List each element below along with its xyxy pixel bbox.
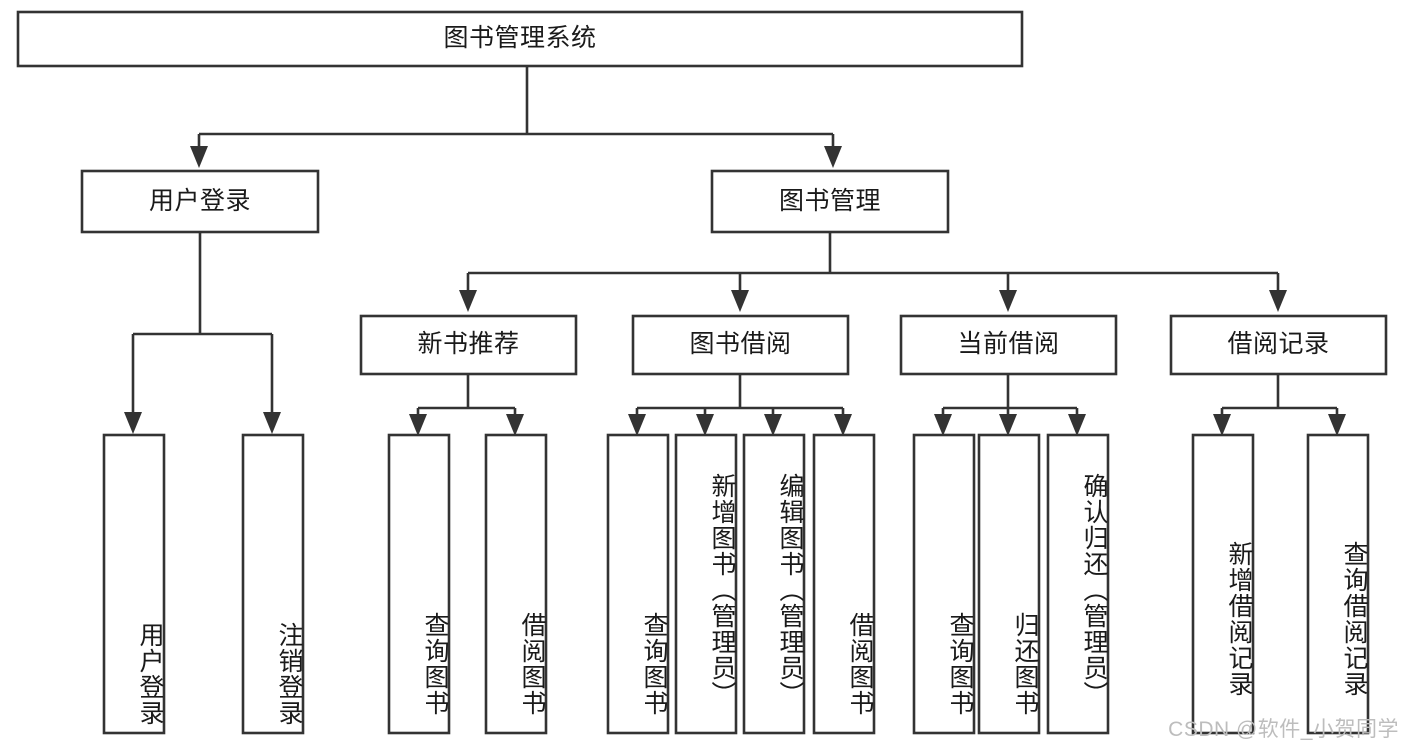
node-leaf-confirm-return-box[interactable] (1046, 433, 1110, 735)
connector-root-to-bus (197, 66, 835, 149)
arrowhead-leaf-confirm-return (1068, 414, 1086, 436)
node-borrow-record-box[interactable] (1169, 314, 1388, 376)
connector-borrow-record-to-leaves (1220, 374, 1339, 417)
node-leaf-edit-book-box[interactable] (742, 433, 806, 735)
node-leaf-query-book-3-box[interactable] (912, 433, 976, 735)
arrowhead-leaf-borrow-book-1 (506, 414, 524, 436)
arrowhead-leaf-edit-book (764, 414, 782, 436)
connector-current-borrow-to-leaves (941, 374, 1079, 417)
node-leaf-query-book-1-box[interactable] (387, 433, 451, 735)
node-leaf-user-login-box[interactable] (102, 433, 166, 735)
arrowhead-book-borrow (731, 290, 749, 312)
arrowhead-leaf-logout-login (263, 412, 281, 434)
node-leaf-logout-login-box[interactable] (241, 433, 305, 735)
arrowhead-leaf-add-book (696, 414, 714, 436)
arrowhead-leaf-borrow-book-2 (834, 414, 852, 436)
connector-book-manage-to-bus (466, 232, 1280, 293)
arrowhead-new-book-recommend (459, 290, 477, 312)
node-leaf-return-book-box[interactable] (977, 433, 1041, 735)
arrowhead-leaf-query-record (1328, 414, 1346, 436)
node-leaf-query-record-box[interactable] (1306, 433, 1370, 735)
arrowhead-leaf-user-login (124, 412, 142, 434)
arrowhead-leaf-add-record (1213, 414, 1231, 436)
arrowhead-borrow-record (1269, 290, 1287, 312)
node-current-borrow-box[interactable] (899, 314, 1118, 376)
arrowhead-user-login (190, 146, 208, 168)
node-root-box[interactable] (16, 10, 1024, 68)
node-leaf-query-book-2-box[interactable] (606, 433, 670, 735)
arrowhead-current-borrow (999, 290, 1017, 312)
connector-user-login-to-leaves (131, 232, 274, 415)
arrowhead-leaf-return-book (999, 414, 1017, 436)
node-book-borrow-box[interactable] (631, 314, 850, 376)
arrowhead-leaf-query-book-2 (628, 414, 646, 436)
node-user-login-box[interactable] (80, 169, 320, 234)
connector-book-borrow-to-leaves (635, 374, 845, 417)
node-leaf-add-record-box[interactable] (1191, 433, 1255, 735)
node-leaf-add-book-box[interactable] (674, 433, 738, 735)
arrowhead-leaf-query-book-3 (934, 414, 952, 436)
node-leaf-borrow-book-1-box[interactable] (484, 433, 548, 735)
arrowhead-leaf-query-book-1 (409, 414, 427, 436)
node-leaf-borrow-book-2-box[interactable] (812, 433, 876, 735)
node-new-book-recommend-box[interactable] (359, 314, 578, 376)
arrowhead-book-manage (824, 146, 842, 168)
node-book-manage-box[interactable] (710, 169, 950, 234)
connector-new-book-recommend-to-leaves (416, 374, 517, 417)
